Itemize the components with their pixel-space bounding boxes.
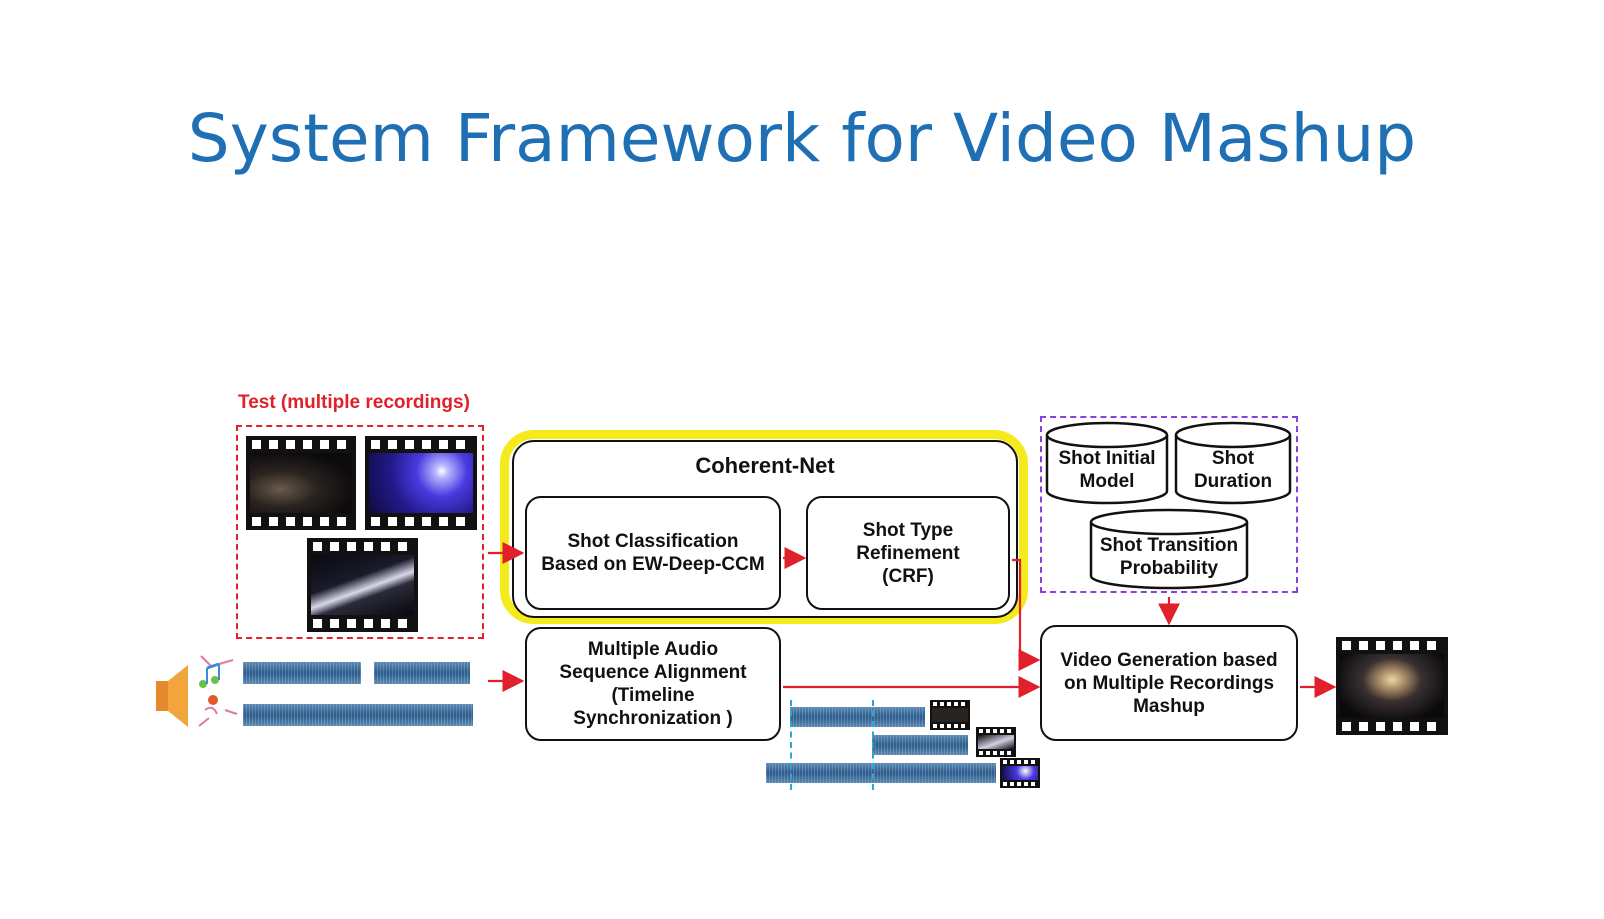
- synced-film-3: [1000, 758, 1040, 788]
- synced-waveform-3: [766, 763, 996, 783]
- slide-title: System Framework for Video Mashup: [187, 100, 1417, 177]
- test-recordings-label: Test (multiple recordings): [238, 392, 470, 413]
- test-recordings-group: [236, 425, 484, 639]
- synced-waveform-1: [790, 707, 925, 727]
- video-generation-box: Video Generation based on Multiple Recor…: [1040, 625, 1298, 741]
- recording-film-1: [246, 436, 356, 530]
- shot-classification-box: Shot Classification Based on EW-Deep-CCM: [525, 496, 781, 610]
- shot-transition-probability-cylinder: Shot Transition Probability: [1089, 508, 1249, 590]
- audio-waveform-1: [243, 662, 361, 684]
- synced-film-2: [976, 727, 1016, 757]
- speaker-icon: [156, 665, 188, 727]
- audio-waveform-3: [243, 704, 473, 726]
- arrow-refinement-to-generation: [1012, 558, 1041, 671]
- shot-models-group: [1040, 416, 1298, 593]
- audio-waveform-2: [374, 662, 470, 684]
- sync-marker-line-2: [872, 700, 874, 790]
- shot-initial-model-cylinder: Shot Initial Model: [1045, 421, 1169, 505]
- coherent-net-highlight: [500, 430, 1028, 624]
- shot-type-refinement-box: Shot Type Refinement (CRF): [806, 496, 1010, 610]
- coherent-net-title: Coherent-Net: [695, 453, 835, 478]
- shot-duration-cylinder: Shot Duration: [1174, 421, 1292, 505]
- music-notes-icon: [198, 655, 238, 727]
- recording-film-3: [307, 538, 418, 632]
- audio-alignment-box: Multiple Audio Sequence Alignment (Timel…: [525, 627, 781, 741]
- recording-film-2: [365, 436, 477, 530]
- synced-waveform-2: [872, 735, 968, 755]
- synced-film-1: [930, 700, 970, 730]
- output-mashup-film: [1336, 637, 1448, 735]
- sync-marker-line-1: [790, 700, 792, 790]
